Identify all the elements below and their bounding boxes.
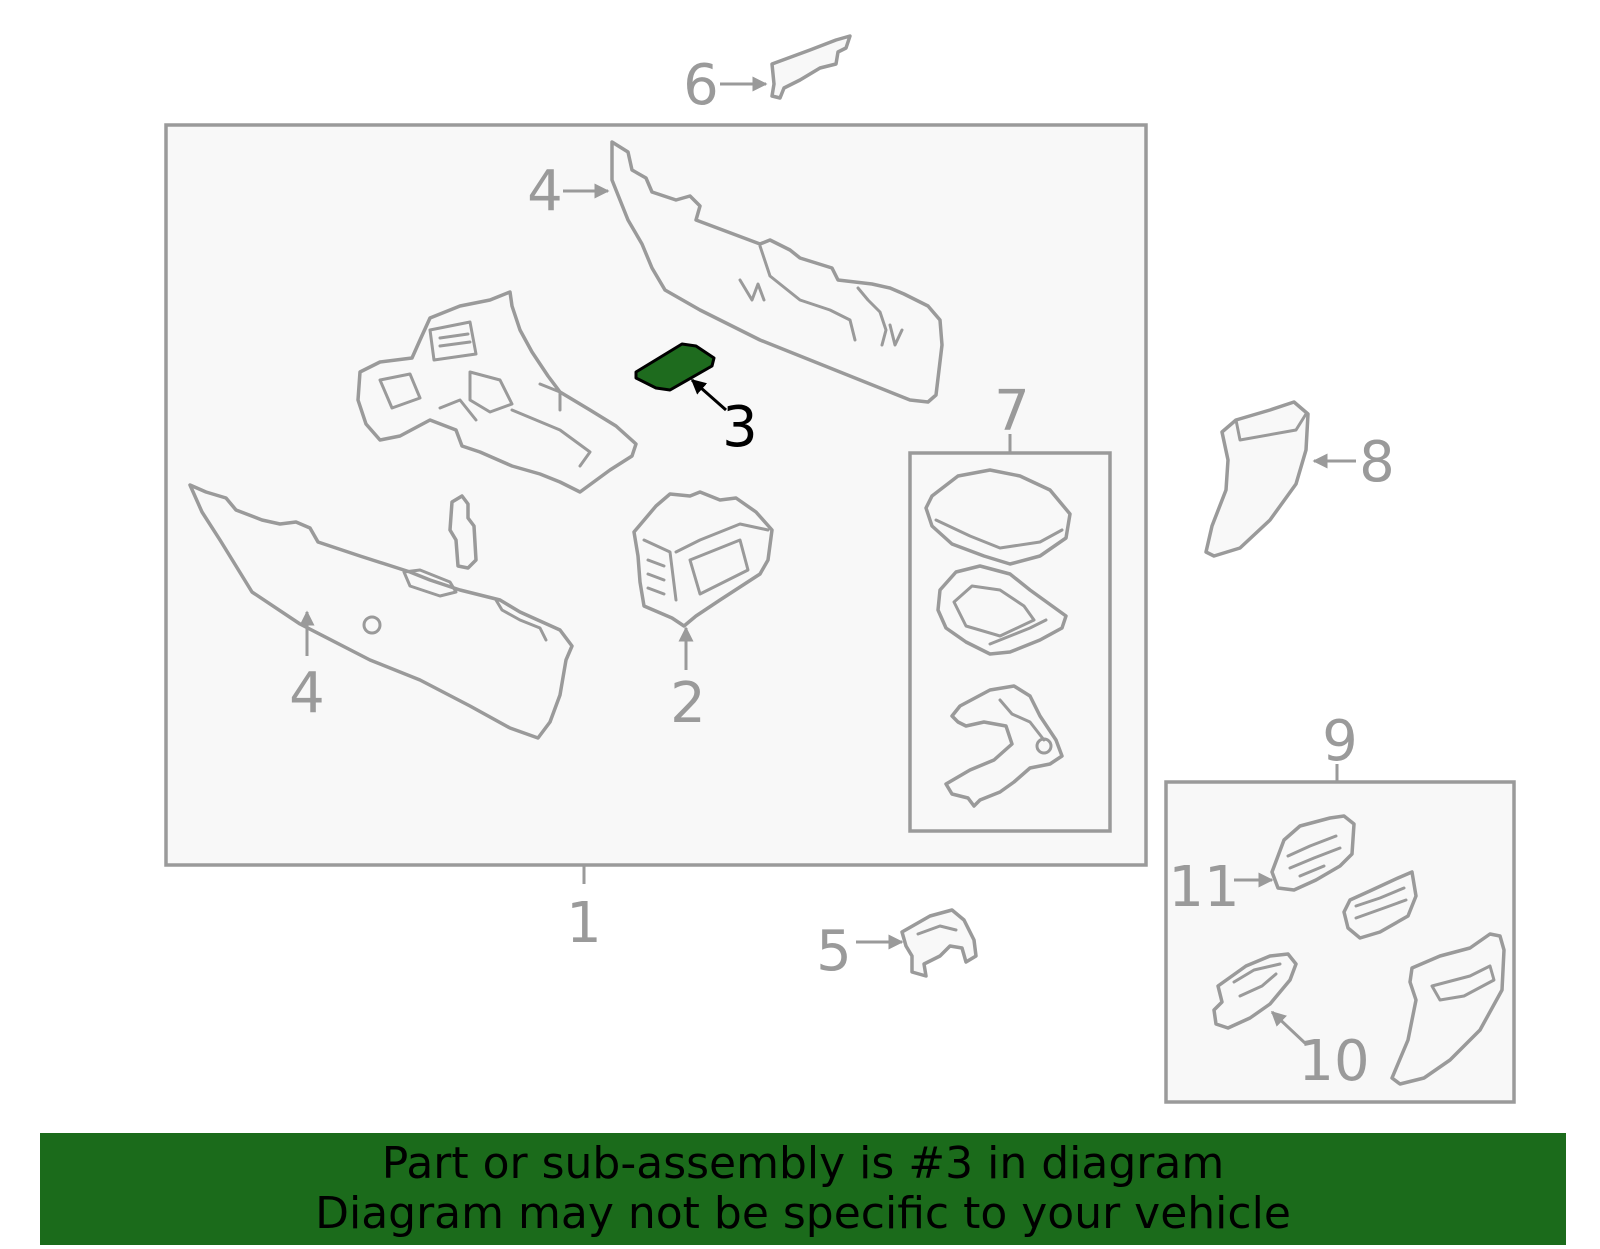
callout-8: 8 <box>1359 430 1395 495</box>
callout-4-lower: 4 <box>289 661 325 726</box>
part-7-tray <box>936 564 1068 656</box>
part-9-switch <box>1342 870 1418 940</box>
part-6-clip <box>770 34 852 100</box>
callout-1: 1 <box>566 891 602 956</box>
callout-10: 10 <box>1298 1029 1369 1094</box>
callout-9: 9 <box>1322 709 1358 774</box>
part-4-upper-panel <box>610 140 944 404</box>
leader-10 <box>1270 1010 1308 1046</box>
callout-11: 11 <box>1168 855 1239 920</box>
console-main-body <box>356 290 638 494</box>
info-banner: Part or sub-assembly is #3 in diagram Di… <box>40 1133 1566 1245</box>
part-8-trim-detail <box>1234 412 1308 442</box>
part-7-bracket <box>944 684 1064 808</box>
callout-3: 3 <box>722 395 758 460</box>
part-3-highlight <box>634 342 716 392</box>
part-9-trim <box>1390 932 1506 1086</box>
leader-3 <box>690 378 727 412</box>
banner-line-1: Part or sub-assembly is #3 in diagram <box>381 1138 1225 1189</box>
part-11-vent <box>1270 814 1356 892</box>
part-2-bracket <box>632 490 774 628</box>
callout-6: 6 <box>683 53 719 118</box>
callout-5: 5 <box>816 919 852 984</box>
part-7-lid <box>924 468 1072 566</box>
part-8-trim <box>1204 400 1310 558</box>
part-5-clip <box>900 908 978 978</box>
small-bracket <box>448 494 478 570</box>
banner-line-2: Diagram may not be specific to your vehi… <box>315 1188 1291 1239</box>
callout-2: 2 <box>670 671 706 736</box>
callout-7: 7 <box>994 379 1030 444</box>
callout-4-upper: 4 <box>527 159 563 224</box>
part-10-holder <box>1212 952 1298 1030</box>
